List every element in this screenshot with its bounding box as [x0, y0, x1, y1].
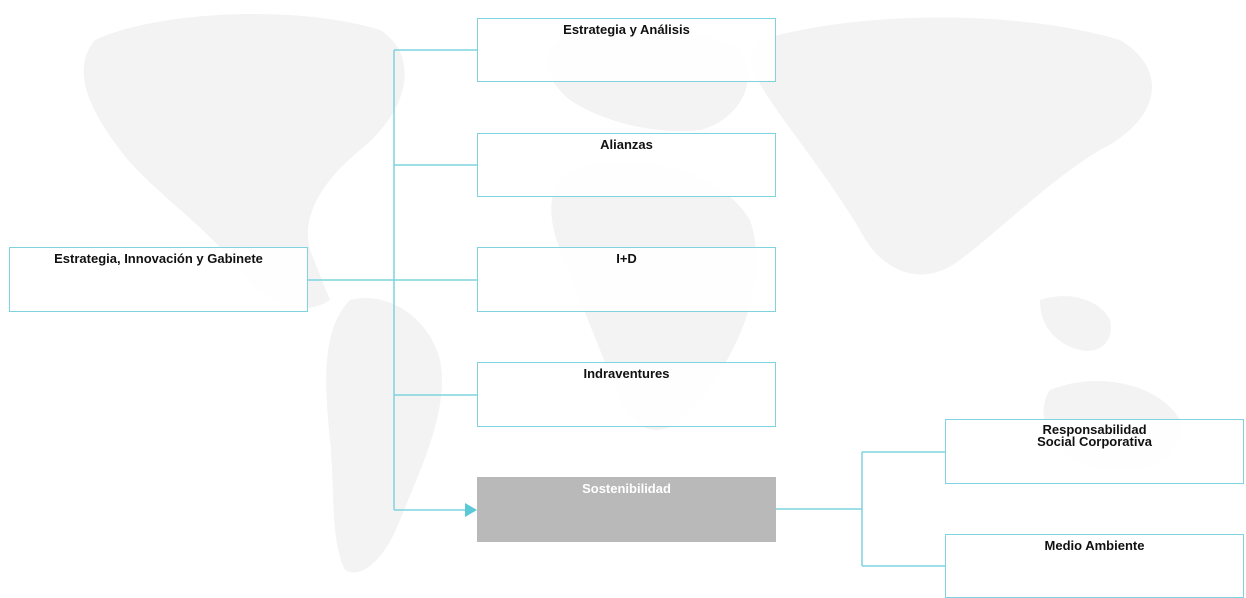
node-indraventures[interactable]: Indraventures: [477, 362, 776, 427]
arrow-right-icon: [465, 503, 477, 517]
node-estrategia-y-analisis[interactable]: Estrategia y Análisis: [477, 18, 776, 82]
node-label: Indraventures: [583, 366, 670, 381]
node-estrategia-innovacion-gabinete[interactable]: Estrategia, Innovación y Gabinete: [9, 247, 308, 312]
node-label: I+D: [616, 251, 637, 266]
node-alianzas[interactable]: Alianzas: [477, 133, 776, 197]
node-label: Estrategia y Análisis: [563, 22, 690, 37]
node-label: Medio Ambiente: [1044, 538, 1145, 553]
node-sostenibilidad[interactable]: Sostenibilidad: [477, 477, 776, 542]
node-label: Responsabilidad Social Corporativa: [1037, 422, 1152, 449]
node-medio-ambiente[interactable]: Medio Ambiente: [945, 534, 1244, 598]
node-label: Estrategia, Innovación y Gabinete: [54, 251, 263, 266]
node-i-mas-d[interactable]: I+D: [477, 247, 776, 312]
node-label: Sostenibilidad: [582, 481, 671, 496]
node-label: Alianzas: [600, 137, 653, 152]
node-responsabilidad-social-corporativa[interactable]: Responsabilidad Social Corporativa: [945, 419, 1244, 484]
